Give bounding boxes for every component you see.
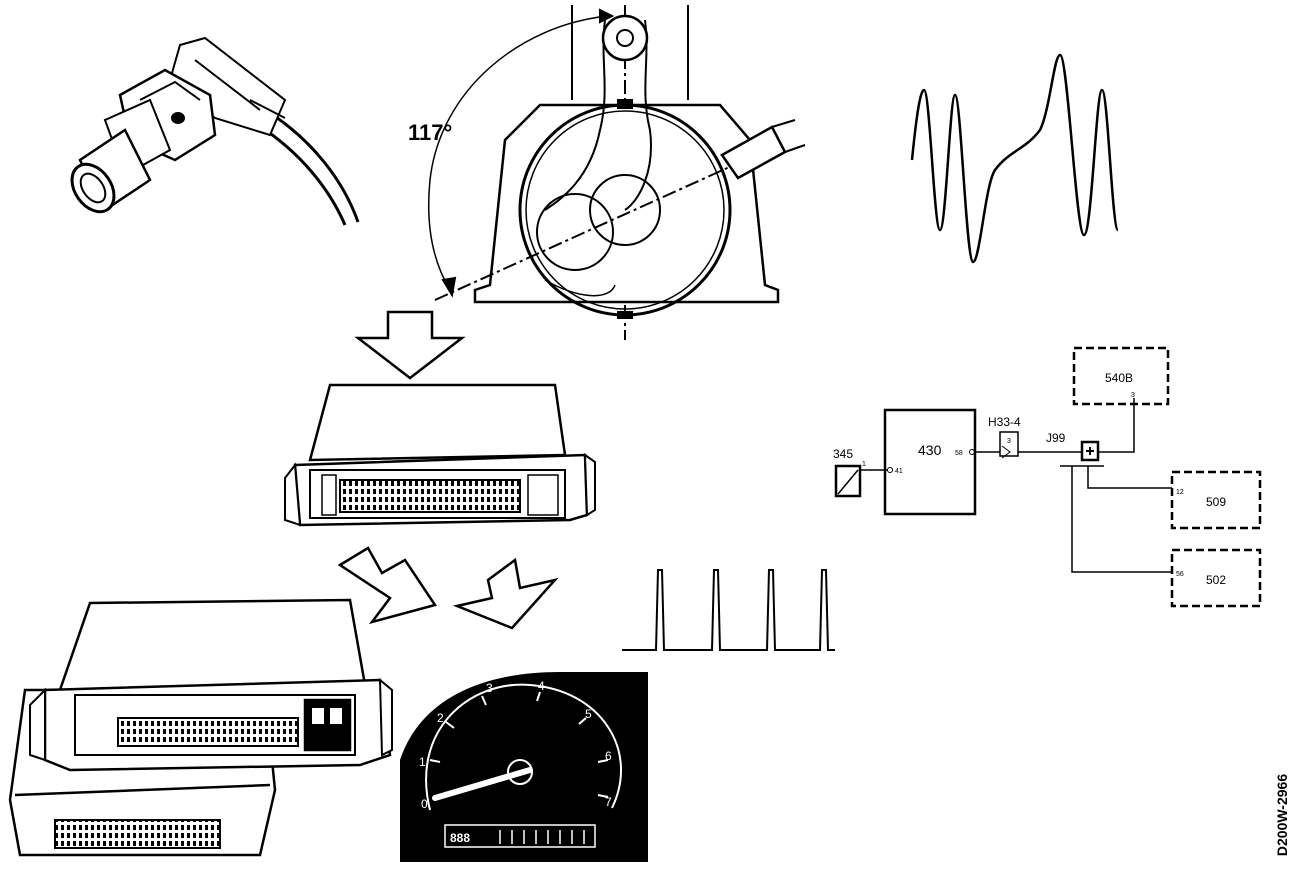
sensor-345-label: 345 [833,447,853,461]
gauge-tick-2: 2 [437,711,444,725]
flywheel-illustration [427,5,806,340]
document-id: D200W-2966 [1262,760,1302,870]
module-502-pin: 56 [1176,571,1184,578]
control-units-pair-illustration [8,598,393,857]
document-id-text: D200W-2966 [1274,773,1290,857]
module-502-label: 502 [1206,573,1226,587]
ecu-430-box [883,408,977,516]
ecu-430-label: 430 [918,442,942,458]
sensor-345-symbol [834,464,862,498]
module-540b-pin: 3 [1131,392,1135,399]
tachometer: 0 1 2 3 4 5 6 7 888 [400,672,648,862]
gauge-tick-3: 3 [486,681,493,695]
gauge-tick-1: 1 [419,755,426,769]
down-arrow-left [337,546,438,625]
module-540b-box [1072,346,1170,406]
junction-j99 [1080,440,1100,462]
down-arrow-right [452,557,559,630]
junction-label: J99 [1046,431,1066,445]
ecu-pin-in: 41 [895,468,903,475]
module-540b-label: 540B [1105,371,1133,385]
gauge-tick-0: 0 [421,797,428,811]
connector-h33-4 [999,431,1019,457]
tachometer-needle [432,767,533,801]
module-509-box [1170,470,1262,530]
gauge-tick-4: 4 [538,679,545,693]
wiring-schematic [834,346,1262,608]
connector-label: H33-4 [988,415,1021,429]
odometer-segments [499,830,585,844]
gauge-tick-7: 7 [605,795,612,809]
gauge-tick-6: 6 [605,749,612,763]
odometer-display [444,824,596,848]
sensor-345-pin: 1 [862,461,866,468]
needle-hub [507,759,533,785]
control-unit-illustration [284,383,596,527]
odometer-digits: 888 [450,831,470,845]
module-509-label: 509 [1206,495,1226,509]
ecu-pin-out: 58 [955,450,963,457]
down-arrow-top [354,310,466,380]
angle-label: 117° [408,120,452,145]
connector-pin: 3 [1007,438,1011,445]
sensor-waveform [910,53,1120,264]
crank-sensor-illustration [70,36,360,226]
module-509-pin: 12 [1176,489,1184,496]
gauge-tick-5: 5 [585,707,592,721]
module-502-box [1170,548,1262,608]
pulse-signal [622,569,835,651]
